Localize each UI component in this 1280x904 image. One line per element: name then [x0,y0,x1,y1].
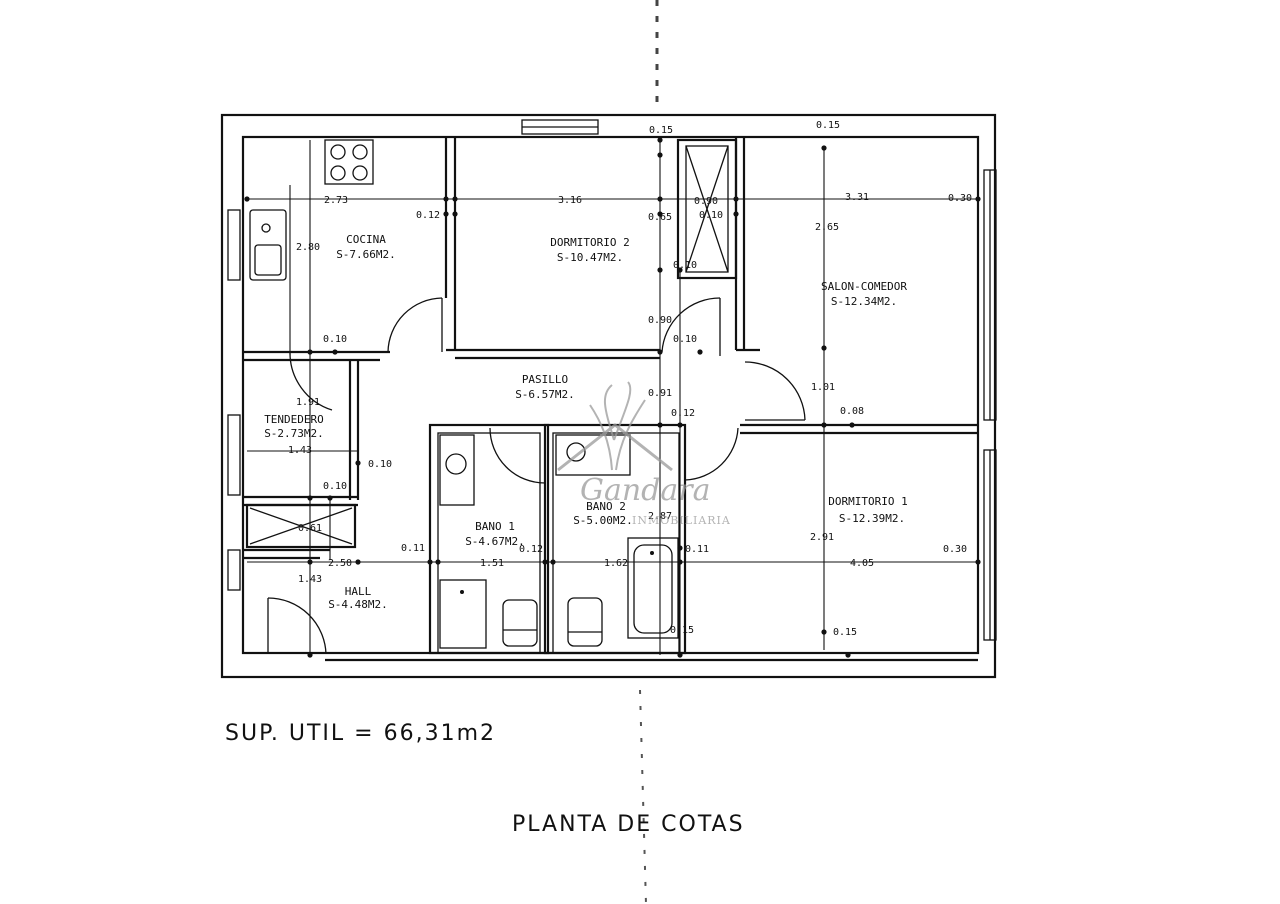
dim-2-50: 2.50 [328,558,352,569]
dimension-ticks [244,137,981,658]
dim-1-62: 1.62 [604,558,628,569]
room-name-hall: HALL [345,585,372,598]
dim-1-01: 1.01 [811,382,835,393]
dim-0-10-f: 0.10 [323,481,347,492]
dim-0-08: 0.08 [840,406,864,417]
dim-0-65: 0.65 [648,212,672,223]
room-area-pasillo: S-6.57M2. [515,388,575,401]
usable-area-note: SUP. UTIL = 66,31m2 [225,721,496,746]
dim-1-51: 1.51 [480,558,504,569]
dim-2-65: 2.65 [815,222,839,233]
dim-1-91: 1.91 [296,397,320,408]
room-name-bano1: BANO 1 [475,520,515,533]
room-name-cocina: COCINA [346,233,386,246]
dim-0-12-a: 0.12 [416,210,440,221]
dim-0-12-b: 0.12 [671,408,695,419]
dim-0-11-b: 0.11 [685,544,709,555]
watermark-brand: Gandara [580,473,711,508]
room-area-tendedero: S-2.73M2. [264,427,324,440]
kitchen-fixtures [249,139,374,281]
bathroom-fixtures [439,434,679,649]
room-name-dormitorio2: DORMITORIO 2 [550,236,629,249]
room-area-cocina: S-7.66M2. [336,248,396,261]
room-name-salon: SALON-COMEDOR [821,280,907,293]
room-name-bano2: BANO 2 [586,500,626,513]
dim-0-10-a: 0.10 [699,210,723,221]
room-area-dormitorio1: S-12.39M2. [839,512,905,525]
dim-3-16: 3.16 [558,195,582,206]
room-area-dormitorio2: S-10.47M2. [557,251,623,264]
room-labels: COCINA S-7.66M2. DORMITORIO 2 S-10.47M2.… [264,233,908,611]
room-area-bano1: S-4.67M2. [465,535,525,548]
scan-fold-line [639,0,659,904]
room-name-dormitorio1: DORMITORIO 1 [828,495,907,508]
dimension-values: 2.73 0.12 3.16 0.15 0.65 0.90 0.10 0.15 … [288,120,972,638]
dim-0-10-e: 0.10 [368,459,392,470]
dimension-lines [247,140,978,655]
room-name-pasillo: PASILLO [522,373,568,386]
dim-2-87: 2.87 [648,511,672,522]
doors [267,297,806,655]
dim-0-10-b: 0.10 [673,260,697,271]
dim-0-61: 0.61 [298,523,322,534]
dim-2-80: 2.80 [296,242,320,253]
dim-0-15-c: 0.15 [670,625,694,636]
dim-2-91: 2.91 [810,532,834,543]
windows [227,119,997,641]
dim-0-30-a: 0.30 [948,193,972,204]
dim-2-73: 2.73 [324,195,348,206]
watermark-logo: Gandara INMOBILIARIA [557,381,731,527]
dim-0-15-a: 0.15 [649,125,673,136]
dim-0-15-b: 0.15 [816,120,840,131]
dim-3-31: 3.31 [845,192,869,203]
room-area-hall: S-4.48M2. [328,598,388,611]
drawing-title: PLANTA DE COTAS [512,812,745,837]
dim-0-10-d: 0.10 [673,334,697,345]
dim-4-05: 4.05 [850,558,874,569]
room-name-tendedero: TENDEDERO [264,413,324,426]
room-area-bano2: S-5.00M2. [573,514,633,527]
dim-0-91: 0.91 [648,388,672,399]
dim-0-10-c: 0.10 [323,334,347,345]
dim-0-12-c: 0.12 [519,544,543,555]
dim-0-90-a: 0.90 [694,196,718,207]
dim-1-43-a: 1.43 [288,445,312,456]
watermark-sub: INMOBILIARIA [632,514,731,527]
dim-0-11-a: 0.11 [401,543,425,554]
dim-0-15-d: 0.15 [833,627,857,638]
interior-walls [243,137,978,662]
dim-0-30-b: 0.30 [943,544,967,555]
dim-0-90-b: 0.90 [648,315,672,326]
dim-1-43-b: 1.43 [298,574,322,585]
room-area-salon: S-12.34M2. [831,295,897,308]
